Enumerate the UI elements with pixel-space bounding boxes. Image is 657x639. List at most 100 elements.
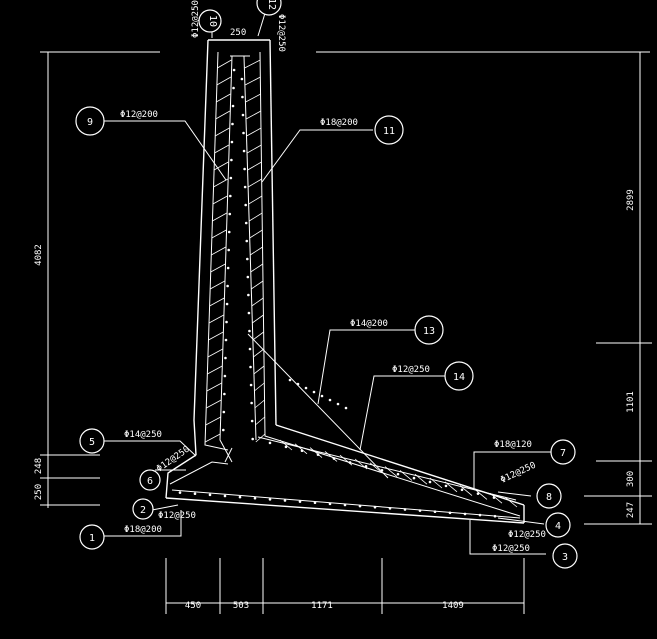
rebar-dot — [224, 338, 228, 342]
rebar-dot — [433, 510, 437, 514]
toe-outline — [165, 454, 197, 499]
hatch-stroke — [252, 331, 264, 341]
hatch-stroke — [248, 195, 263, 205]
dim-top-width: 250 — [230, 28, 246, 38]
rebar-dot — [312, 390, 316, 394]
wall-right-face — [269, 39, 277, 426]
callout-5: 5 — [89, 437, 95, 448]
rebar-dot — [242, 149, 246, 153]
base-bottom — [165, 497, 525, 524]
dimension-texts: 250 4082 248 250 2899 1101 300 247 450 5… — [34, 28, 636, 611]
hatch-stroke — [444, 481, 458, 493]
rebar-dot — [249, 383, 253, 387]
rebar-dot — [232, 68, 236, 72]
rebar-dot — [223, 494, 227, 498]
rebar-dot — [296, 382, 300, 386]
rebar-dot — [223, 392, 226, 396]
hatch-stroke — [251, 280, 264, 290]
hatch-stroke — [212, 195, 228, 205]
rebar-label-3: Φ12@250 — [492, 544, 530, 554]
rebar-label-10: Φ12@250 — [191, 0, 201, 38]
rebar-dot — [249, 365, 252, 369]
rebar-dot — [428, 480, 432, 484]
hatch-stroke — [252, 314, 264, 324]
rebar-dot — [316, 453, 320, 456]
dim-right-mid: 1101 — [626, 391, 636, 413]
rebar-wall-inner-right — [243, 55, 257, 441]
rebar-dot — [343, 503, 347, 507]
rebar-label-13: Φ14@200 — [350, 319, 388, 329]
rebar-dot — [224, 356, 227, 360]
rebar-dot — [226, 284, 229, 288]
hatch-stroke — [210, 263, 226, 273]
hatch-stroke — [249, 246, 263, 256]
rebar-dot — [246, 257, 249, 261]
rebar-dot — [227, 248, 230, 252]
hatch-stroke — [208, 331, 224, 341]
rebar-dot — [328, 502, 332, 506]
hatch-stroke — [253, 365, 265, 375]
hatch-stroke — [459, 485, 473, 496]
rebar-dot — [222, 410, 226, 414]
callout-8: 8 — [546, 492, 552, 503]
dim-bottom-a: 450 — [185, 601, 201, 611]
hatch-stroke — [216, 76, 232, 86]
rebar-dot — [344, 406, 348, 410]
hatch-stroke — [414, 473, 428, 485]
hatch-stroke — [244, 59, 261, 69]
rebar-wall-right — [259, 51, 521, 517]
rebar-dot — [238, 495, 242, 499]
callout-10: 10 — [207, 15, 218, 27]
rebar-dot — [300, 449, 304, 453]
hatch-stroke — [211, 246, 226, 256]
hatch-stroke — [251, 297, 264, 307]
hatch-stroke — [249, 229, 263, 239]
rebar-dot — [226, 266, 230, 270]
hatch-stroke — [205, 433, 221, 443]
callout-7: 7 — [560, 448, 566, 459]
hatch-stroke — [279, 439, 293, 451]
rebar-label-2: Φ12@250 — [158, 511, 196, 521]
rebar-dot — [460, 488, 464, 492]
rebar-dot — [288, 378, 292, 382]
hatch-stroke — [207, 348, 223, 358]
hatch-stroke — [246, 144, 262, 154]
rebar-dot — [240, 77, 244, 81]
hatch-stroke — [384, 466, 398, 477]
rebar-dot — [463, 512, 467, 516]
hatch-stroke — [216, 93, 231, 103]
hatch-stroke — [212, 212, 228, 222]
hatch-stroke — [369, 462, 383, 474]
hatch-stroke — [255, 433, 266, 443]
rebar-dot — [313, 501, 317, 505]
rebar-dot — [241, 113, 245, 117]
rebar-dot — [348, 461, 352, 464]
rebar-dot — [232, 86, 235, 90]
hatch-stroke — [244, 76, 261, 86]
rebar-dot — [250, 419, 254, 423]
hatch-stroke — [208, 314, 224, 324]
hatch-stroke — [206, 382, 222, 392]
dim-bottom-d: 1409 — [442, 601, 464, 611]
rebar-dot — [223, 374, 227, 378]
rebar-diagonal — [247, 333, 389, 479]
rebar-dot — [193, 492, 197, 496]
hatch-stroke — [217, 59, 232, 69]
dim-bottom-c: 1171 — [311, 601, 333, 611]
rebar-dot — [231, 122, 234, 126]
hatch-stroke — [474, 489, 488, 500]
rebar-dot — [268, 498, 272, 501]
rebar-dot — [230, 140, 234, 144]
rebar-dot — [245, 239, 249, 243]
rebar-dot — [328, 398, 332, 402]
dim-left-small-a: 248 — [34, 458, 44, 474]
callout-13: 13 — [423, 326, 435, 337]
hatch-stroke — [214, 127, 230, 137]
rebar-dot — [268, 441, 272, 445]
hatch-stroke — [207, 365, 223, 375]
rebar-dot — [283, 499, 287, 502]
hatch-stroke — [247, 161, 262, 171]
rebar-dot — [248, 347, 252, 351]
rebar-dot — [225, 320, 228, 324]
